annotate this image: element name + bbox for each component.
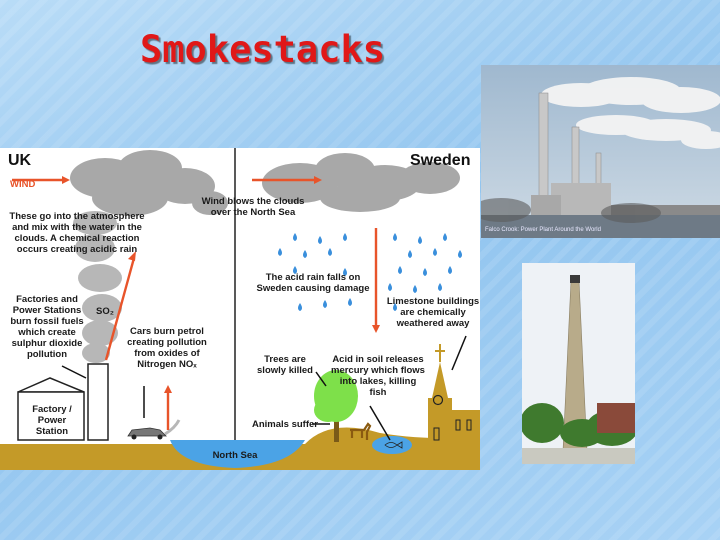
acid-rain-drops <box>278 233 462 311</box>
uk-label: UK <box>8 152 32 169</box>
acid-rain-text: The acid rain falls on Sweden causing da… <box>256 272 370 294</box>
chimney-photo <box>522 263 635 464</box>
process-arrows <box>12 176 380 430</box>
deer-icon <box>350 422 372 440</box>
factory-roof <box>17 377 85 393</box>
sweden-label: Sweden <box>410 152 471 169</box>
uk-cloud <box>70 150 228 216</box>
photo-caption: Falco Crook: Power Plant Around the Worl… <box>485 227 601 233</box>
factories-text: Factories and Power Stations burn fossil… <box>10 294 84 360</box>
limestone-church <box>428 344 480 446</box>
smoke-column <box>73 211 122 363</box>
animals-text: Animals suffer <box>252 419 318 430</box>
trees-text: Trees are slowly killed <box>257 354 313 376</box>
tree-icon <box>314 370 358 442</box>
cars-text: Cars burn petrol creating pollution from… <box>127 326 207 370</box>
lake <box>372 436 412 454</box>
atmosphere-text: These go into the atmosphere and mix wit… <box>9 211 145 255</box>
wind-blows-text: Wind blows the clouds over the North Sea <box>201 196 305 218</box>
acid-soil-text: Acid in soil releases mercury which flow… <box>331 354 425 398</box>
diagram-artwork <box>0 148 480 470</box>
limestone-text: Limestone buildings are chemically weath… <box>386 296 480 329</box>
north-sea-label: North Sea <box>212 450 258 461</box>
exhaust <box>164 419 181 436</box>
pointer-lines <box>61 335 467 441</box>
so2-label: SO₂ <box>96 306 114 317</box>
factory-label: Factory / Power Station <box>32 404 72 437</box>
power-plant-photo: Falco Crook: Power Plant Around the Worl… <box>481 65 720 238</box>
wind-label: WIND <box>10 179 36 190</box>
chimney <box>87 363 109 441</box>
sweden-cloud <box>262 153 460 212</box>
slide-title: Smokestacks <box>140 28 386 71</box>
factory-building <box>17 391 85 441</box>
acid-rain-diagram: UK Sweden WIND These go into the atmosph… <box>0 148 480 470</box>
car-icon <box>127 427 167 440</box>
fish-icon <box>384 441 403 449</box>
north-sea-water <box>170 440 305 468</box>
